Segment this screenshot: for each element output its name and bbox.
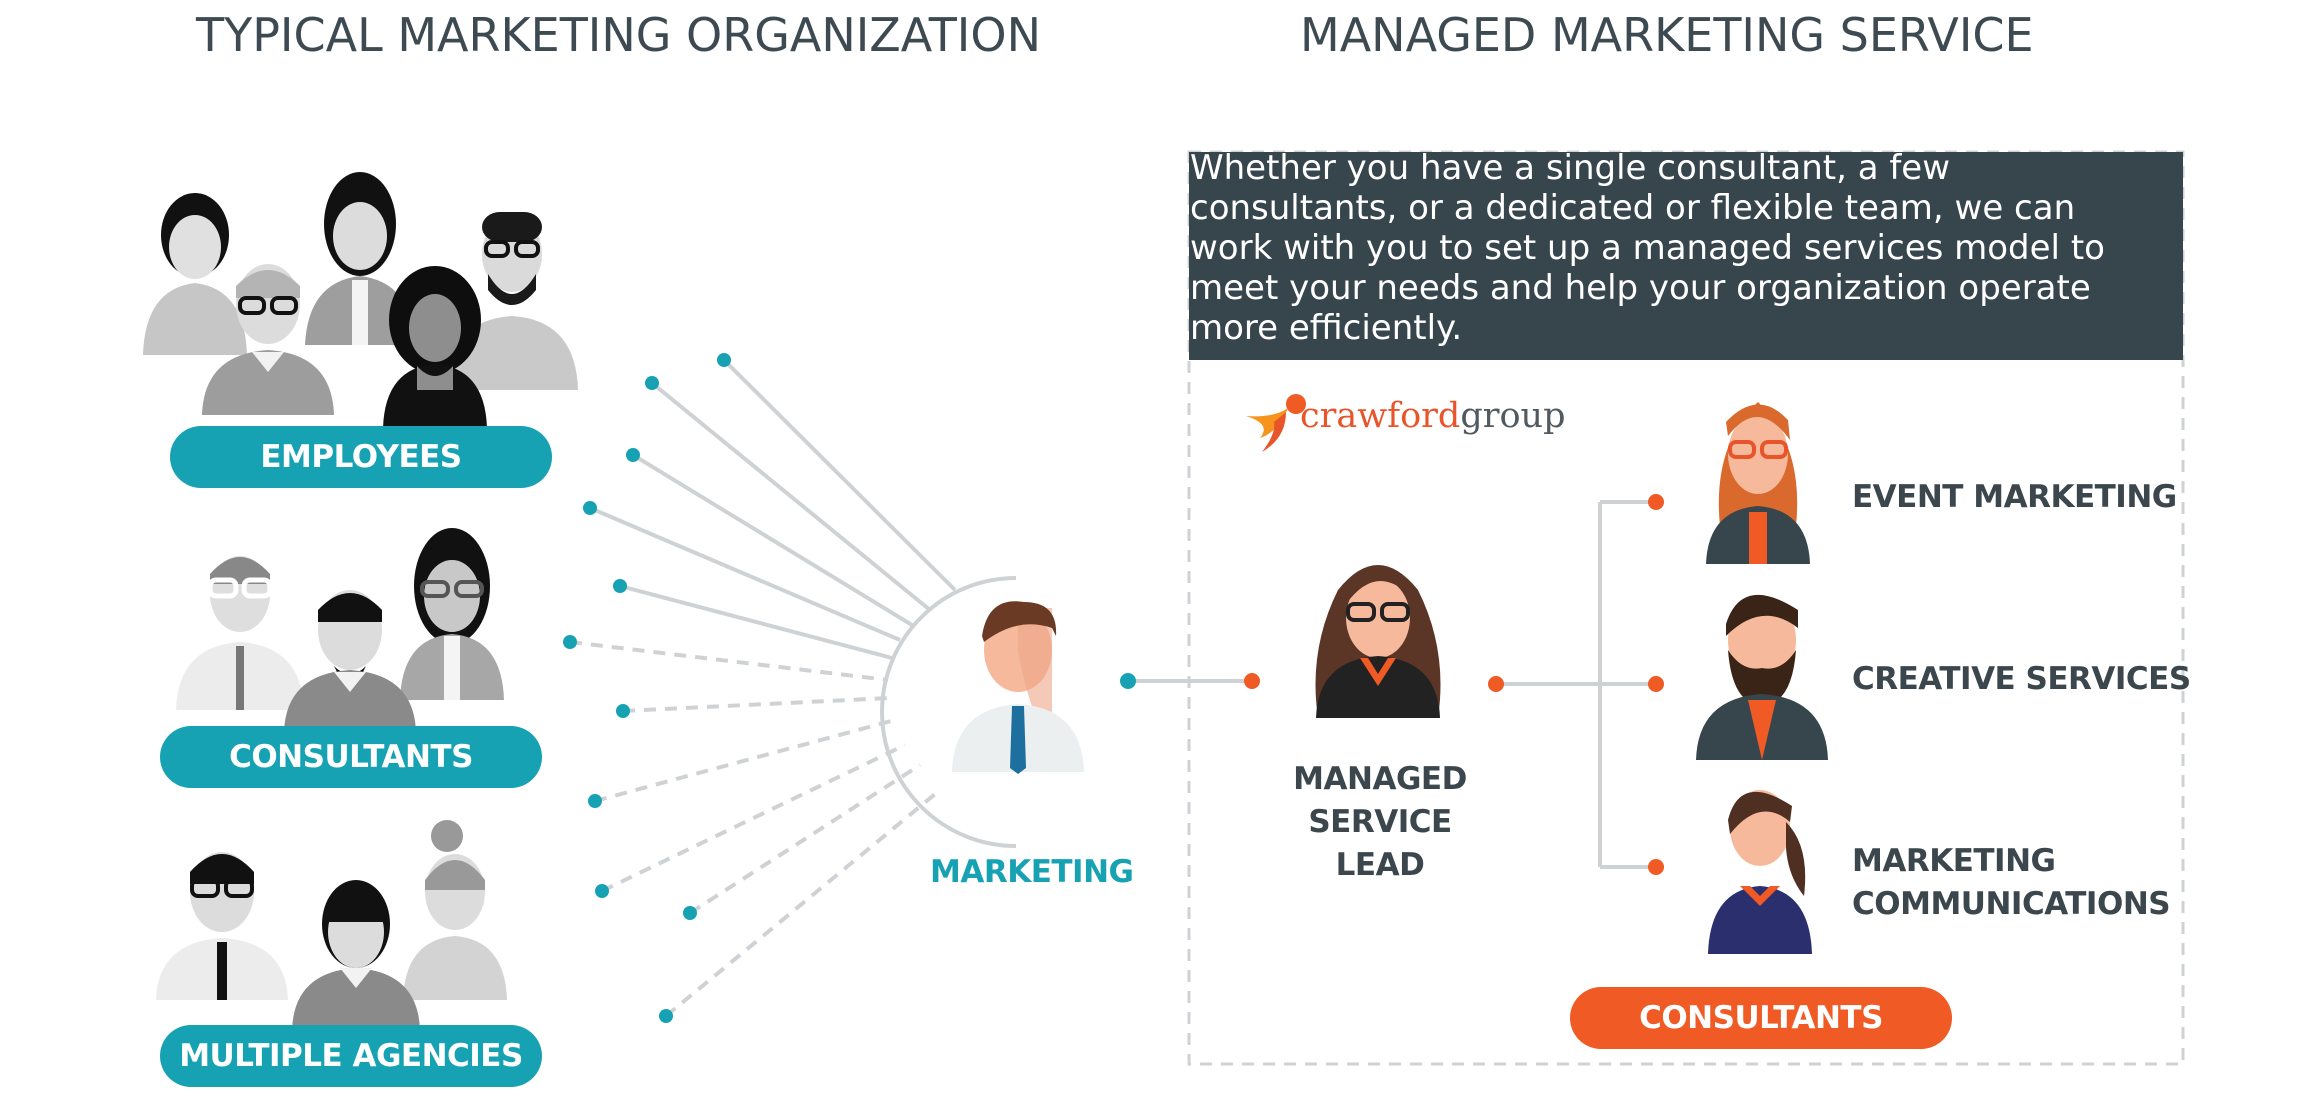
managed-service-lead-illustration	[1315, 565, 1441, 718]
fan-endpoint-dots	[563, 353, 731, 1023]
right-section-title: MANAGED MARKETING SERVICE	[1300, 8, 2034, 62]
creative-services-person-illustration	[1696, 594, 1828, 760]
event-marketing-person-illustration	[1706, 402, 1810, 564]
left-section-title: TYPICAL MARKETING ORGANIZATION	[196, 8, 1041, 62]
marketing-communications-person-illustration	[1708, 790, 1812, 954]
service-branch-dots	[1488, 494, 1664, 875]
hub-dot	[1120, 673, 1136, 689]
logo-text-group: group	[1460, 396, 1566, 436]
description-panel-bg	[1189, 152, 2183, 360]
service-branch-lines	[1496, 500, 1656, 869]
lead-input-dot	[1244, 673, 1260, 689]
managed-service-panel	[1187, 150, 2185, 1066]
managed-consultants-label: CONSULTANTS	[1570, 987, 1952, 1049]
service-creative-services: CREATIVE SERVICES	[1852, 661, 2191, 697]
fan-connector-lines	[569, 358, 957, 1018]
marketing-person-illustration	[952, 601, 1084, 774]
employees-people-illustration	[143, 172, 578, 428]
consultants-people-illustration	[176, 528, 504, 732]
service-marketing-communications: MARKETING COMMUNICATIONS	[1852, 843, 2171, 922]
agencies-people-illustration	[156, 820, 507, 1030]
managed-service-lead-label: MANAGED SERVICE LEAD	[1293, 761, 1467, 883]
managed-service-description: Whether you have a single consultant, a …	[1190, 148, 2105, 348]
hub-arc	[880, 576, 1017, 848]
employees-label: EMPLOYEES	[170, 426, 552, 488]
logo-text-crawford: crawford	[1300, 396, 1461, 436]
multiple-agencies-label: MULTIPLE AGENCIES	[160, 1025, 542, 1087]
crawford-logo-mark	[1246, 394, 1306, 452]
hub-label: MARKETING	[930, 854, 1134, 890]
service-event-marketing: EVENT MARKETING	[1852, 479, 2177, 515]
consultants-label: CONSULTANTS	[160, 726, 542, 788]
